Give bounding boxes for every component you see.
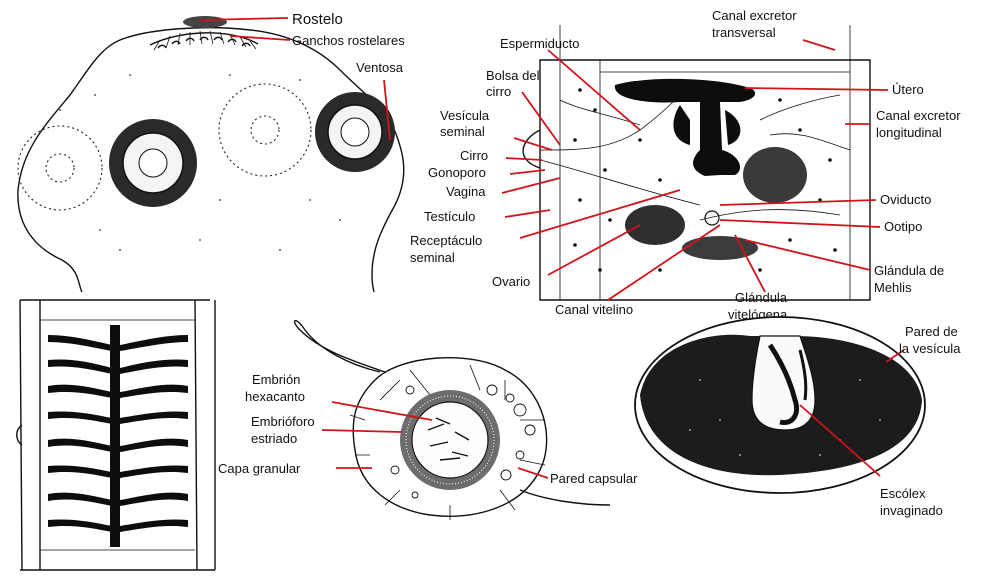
leader-mehlis — [745, 240, 870, 270]
egg-filament-top — [295, 321, 385, 372]
leader-bolsa — [522, 92, 560, 145]
label-utero: Útero — [892, 82, 924, 97]
label-receptaculo-1: Receptáculo — [410, 233, 482, 248]
label-escolex-1: Escólex — [880, 486, 926, 501]
label-canal-transversal-2: transversal — [712, 25, 776, 40]
leader-ootipo — [720, 220, 880, 227]
label-embrioforo-1: Embrióforo — [251, 414, 315, 429]
label-pared-vesicula-2: la vesícula — [899, 341, 961, 356]
rostelo-shape — [183, 16, 227, 28]
label-vesicula-2: seminal — [440, 124, 485, 139]
label-vagina: Vagina — [446, 184, 486, 199]
leader-ganchos — [230, 36, 290, 40]
leader-canal-transversal — [803, 40, 835, 50]
ventosa-back-left — [18, 126, 102, 210]
label-escolex-2: invaginado — [880, 503, 943, 518]
leader-oviducto — [720, 200, 876, 205]
leader-testiculo — [505, 210, 550, 217]
ovario-shape — [625, 205, 685, 245]
leader-utero — [745, 88, 888, 90]
leader-ovario — [548, 225, 640, 275]
label-capa-granular: Capa granular — [218, 461, 301, 476]
label-espermiducto: Espermiducto — [500, 36, 579, 51]
ventosa-back — [219, 84, 311, 176]
label-cirro: Cirro — [460, 148, 488, 163]
label-canal-long-1: Canal excretor — [876, 108, 961, 123]
label-embrion-2: hexacanto — [245, 389, 305, 404]
label-ovario: Ovario — [492, 274, 530, 289]
label-receptaculo-2: seminal — [410, 250, 455, 265]
label-oviducto: Oviducto — [880, 192, 931, 207]
glandula-vitelogena-blob — [743, 147, 807, 203]
label-canal-vitelino: Canal vitelino — [555, 302, 633, 317]
leader-vesicula — [514, 138, 552, 150]
label-canal-transversal-1: Canal excretor — [712, 8, 797, 23]
proglottid-panel: Canal excretor transversal Espermiducto … — [410, 8, 961, 322]
gravid-proglottid-panel — [17, 300, 215, 570]
label-bolsa-2: cirro — [486, 84, 511, 99]
egg-filament-bottom — [520, 490, 610, 505]
label-bolsa-1: Bolsa del — [486, 68, 540, 83]
leader-cirro — [506, 158, 542, 160]
leader-vagina — [502, 178, 560, 193]
label-mehlis-1: Glándula de — [874, 263, 944, 278]
scolex-stipple — [59, 74, 341, 251]
label-ventosa: Ventosa — [356, 60, 404, 75]
label-vesicula-1: Vesícula — [440, 108, 490, 123]
ganchos-rostelares — [150, 16, 258, 50]
scolex-panel: Rostelo Ganchos rostelares Ventosa — [18, 11, 405, 292]
label-embrion-1: Embrión — [252, 372, 300, 387]
label-pared-capsular: Pared capsular — [550, 471, 638, 486]
label-mehlis-2: Mehlis — [874, 280, 912, 295]
label-glandula-vit-1: Glándula — [735, 290, 788, 305]
leader-embrioforo — [322, 430, 402, 432]
label-gonoporo: Gonoporo — [428, 165, 486, 180]
label-ootipo: Ootipo — [884, 219, 922, 234]
egg-panel: Embrión hexacanto Embrióforo estriado Ca… — [218, 321, 638, 520]
label-rostelo: Rostelo — [292, 11, 343, 28]
gravid-uterus — [48, 325, 188, 547]
embrion-hexacanto — [412, 402, 488, 478]
label-ganchos-rostelares: Ganchos rostelares — [292, 33, 405, 48]
label-canal-long-2: longitudinal — [876, 125, 942, 140]
label-embrioforo-2: estriado — [251, 431, 297, 446]
cysticercus-panel: Pared de la vesícula Escólex invaginado — [635, 317, 961, 518]
label-testiculo: Testículo — [424, 209, 475, 224]
leader-pared-capsular — [518, 468, 548, 478]
label-pared-vesicula-1: Pared de — [905, 324, 958, 339]
